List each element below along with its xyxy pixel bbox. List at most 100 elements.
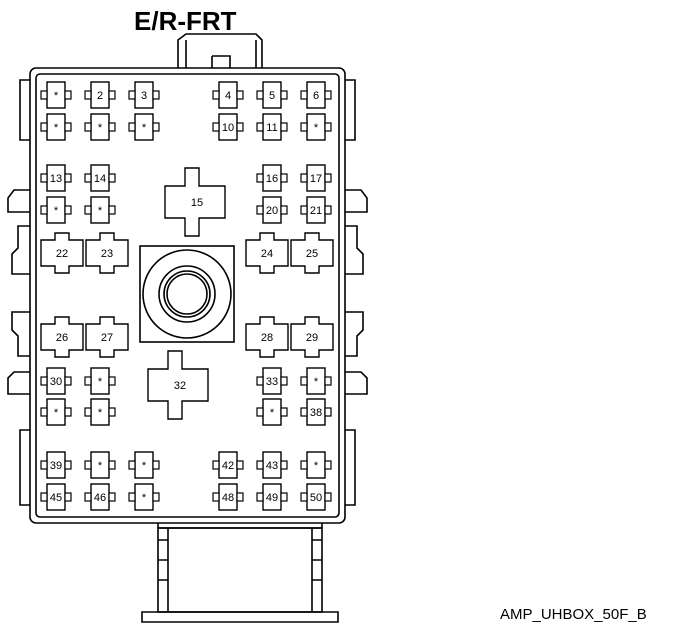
relay-slot-26: 26	[40, 316, 84, 358]
fuse-label: *	[142, 492, 147, 504]
fuse-label: *	[314, 460, 319, 472]
fuse-slot-r6c2: *	[84, 398, 116, 426]
relay-label: 27	[101, 332, 113, 344]
fuse-slot-r5c5: 33	[256, 367, 288, 395]
relay-slot-24: 24	[245, 232, 289, 274]
fuse-label: 48	[222, 492, 234, 504]
fuse-slot-r8c6: 50	[300, 483, 332, 511]
fuse-label: 33	[266, 376, 278, 388]
relay-slot-29: 29	[290, 316, 334, 358]
fuse-slot-r7c4: 42	[212, 451, 244, 479]
fuse-label: 10	[222, 122, 234, 134]
fuse-slot-r1c6: 6	[300, 81, 332, 109]
relay-label: 26	[56, 332, 68, 344]
fuse-label: *	[314, 122, 319, 134]
relay-label: 25	[306, 248, 318, 260]
fuse-label: 45	[50, 492, 62, 504]
fuse-label: 2	[97, 90, 103, 102]
fuse-slot-r5c1: 30	[40, 367, 72, 395]
relay-label: 29	[306, 332, 318, 344]
large-relay-slot-15: 15	[164, 167, 226, 237]
relay-label: 23	[101, 248, 113, 260]
relay-slot-23: 23	[85, 232, 129, 274]
fuse-slot-r4c2: *	[84, 196, 116, 224]
fuse-label: *	[270, 407, 275, 419]
relay-slot-25: 25	[290, 232, 334, 274]
fuse-slot-r7c5: 43	[256, 451, 288, 479]
center-stud-housing	[139, 245, 235, 343]
fuse-label: *	[98, 122, 103, 134]
fuse-label: 21	[310, 205, 322, 217]
fuse-label: 50	[310, 492, 322, 504]
relay-slot-27: 27	[85, 316, 129, 358]
fuse-slot-r2c1: *	[40, 113, 72, 141]
fuse-label: *	[54, 90, 59, 102]
fuse-label: 43	[266, 460, 278, 472]
fuse-slot-r3c1: 13	[40, 164, 72, 192]
fuse-slot-r6c5: *	[256, 398, 288, 426]
fuse-slot-r5c2: *	[84, 367, 116, 395]
fuse-slot-r2c3: *	[128, 113, 160, 141]
top-connector-tab	[177, 33, 263, 68]
large-relay-label: 32	[174, 380, 186, 392]
fuse-slot-r8c5: 49	[256, 483, 288, 511]
fuse-label: 20	[266, 205, 278, 217]
fuse-label: *	[314, 376, 319, 388]
large-relay-label: 15	[191, 197, 203, 209]
fuse-slot-r1c1: *	[40, 81, 72, 109]
diagram-code-label: AMP_UHBOX_50F_B	[500, 606, 647, 623]
fuse-slot-r7c3: *	[128, 451, 160, 479]
fuse-label: *	[98, 376, 103, 388]
fuse-label: 3	[141, 90, 147, 102]
fuse-label: 38	[310, 407, 322, 419]
fuse-label: 46	[94, 492, 106, 504]
fuse-slot-r4c1: *	[40, 196, 72, 224]
fuse-label: *	[54, 205, 59, 217]
fuse-label: 5	[269, 90, 275, 102]
fuse-label: 39	[50, 460, 62, 472]
fuse-slot-r3c2: 14	[84, 164, 116, 192]
fuse-slot-r7c1: 39	[40, 451, 72, 479]
fuse-slot-r7c2: *	[84, 451, 116, 479]
fuse-slot-r6c6: 38	[300, 398, 332, 426]
fuse-box-housing	[29, 67, 346, 524]
fuse-slot-r6c1: *	[40, 398, 72, 426]
center-stud	[142, 249, 232, 339]
fuse-label: *	[142, 460, 147, 472]
fuse-label: 11	[266, 122, 277, 134]
fuse-label: *	[54, 122, 59, 134]
fuse-slot-r3c5: 16	[256, 164, 288, 192]
fuse-label: *	[54, 407, 59, 419]
fuse-slot-r8c3: *	[128, 483, 160, 511]
fuse-slot-r2c5: 11	[256, 113, 288, 141]
fuse-slot-r2c4: 10	[212, 113, 244, 141]
fuse-slot-r1c2: 2	[84, 81, 116, 109]
fuse-label: 14	[94, 173, 106, 185]
fuse-slot-r1c5: 5	[256, 81, 288, 109]
fuse-slot-r8c4: 48	[212, 483, 244, 511]
fuse-slot-r2c2: *	[84, 113, 116, 141]
fuse-label: 17	[310, 173, 322, 185]
fuse-label: 6	[313, 90, 319, 102]
fuse-label: *	[98, 460, 103, 472]
relay-label: 22	[56, 248, 68, 260]
fuse-label: *	[142, 122, 147, 134]
relay-label: 24	[261, 248, 273, 260]
fuse-label: *	[98, 407, 103, 419]
diagram-title: E/R-FRT	[134, 6, 237, 36]
fuse-label: 42	[222, 460, 234, 472]
fuse-slot-r1c4: 4	[212, 81, 244, 109]
fuse-label: *	[98, 205, 103, 217]
fuse-slot-r4c6: 21	[300, 196, 332, 224]
fuse-slot-r1c3: 3	[128, 81, 160, 109]
fuse-label: 4	[225, 90, 231, 102]
relay-label: 28	[261, 332, 273, 344]
fuse-slot-r7c6: *	[300, 451, 332, 479]
fuse-slot-r8c1: 45	[40, 483, 72, 511]
large-relay-slot-32: 32	[147, 350, 209, 420]
fuse-label: 13	[50, 173, 62, 185]
relay-slot-22: 22	[40, 232, 84, 274]
fuse-slot-r2c6: *	[300, 113, 332, 141]
fuse-label: 30	[50, 376, 62, 388]
